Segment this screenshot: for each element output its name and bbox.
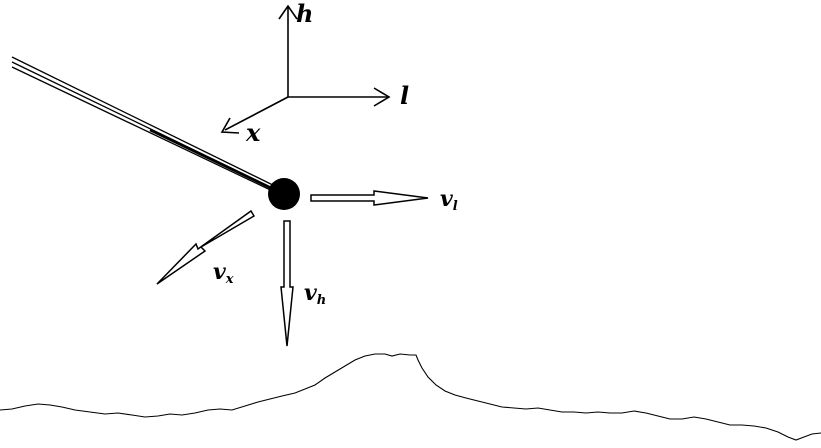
velocity-h-label: vh: [304, 280, 326, 308]
axis-l-arrowhead: [373, 87, 391, 107]
axis-l-label: l: [400, 81, 409, 110]
axis-h-arrowhead: [278, 4, 298, 20]
velocity-vector-l: [310, 190, 429, 206]
axis-x-line: [224, 96, 289, 131]
terrain-profile: [0, 353, 821, 441]
tether-cable: [11, 56, 284, 197]
velocity-vector-x: [156, 209, 256, 285]
axis-x-arrowhead: [220, 117, 240, 134]
axis-x-label: x: [245, 118, 261, 147]
velocity-l-label: vl: [440, 186, 458, 214]
axis-h-label: h: [296, 0, 313, 28]
velocity-x-label: vx: [213, 259, 234, 287]
velocity-vector-h: [280, 220, 294, 347]
particle-ball: [268, 178, 300, 210]
coordinate-axes: [220, 4, 391, 134]
